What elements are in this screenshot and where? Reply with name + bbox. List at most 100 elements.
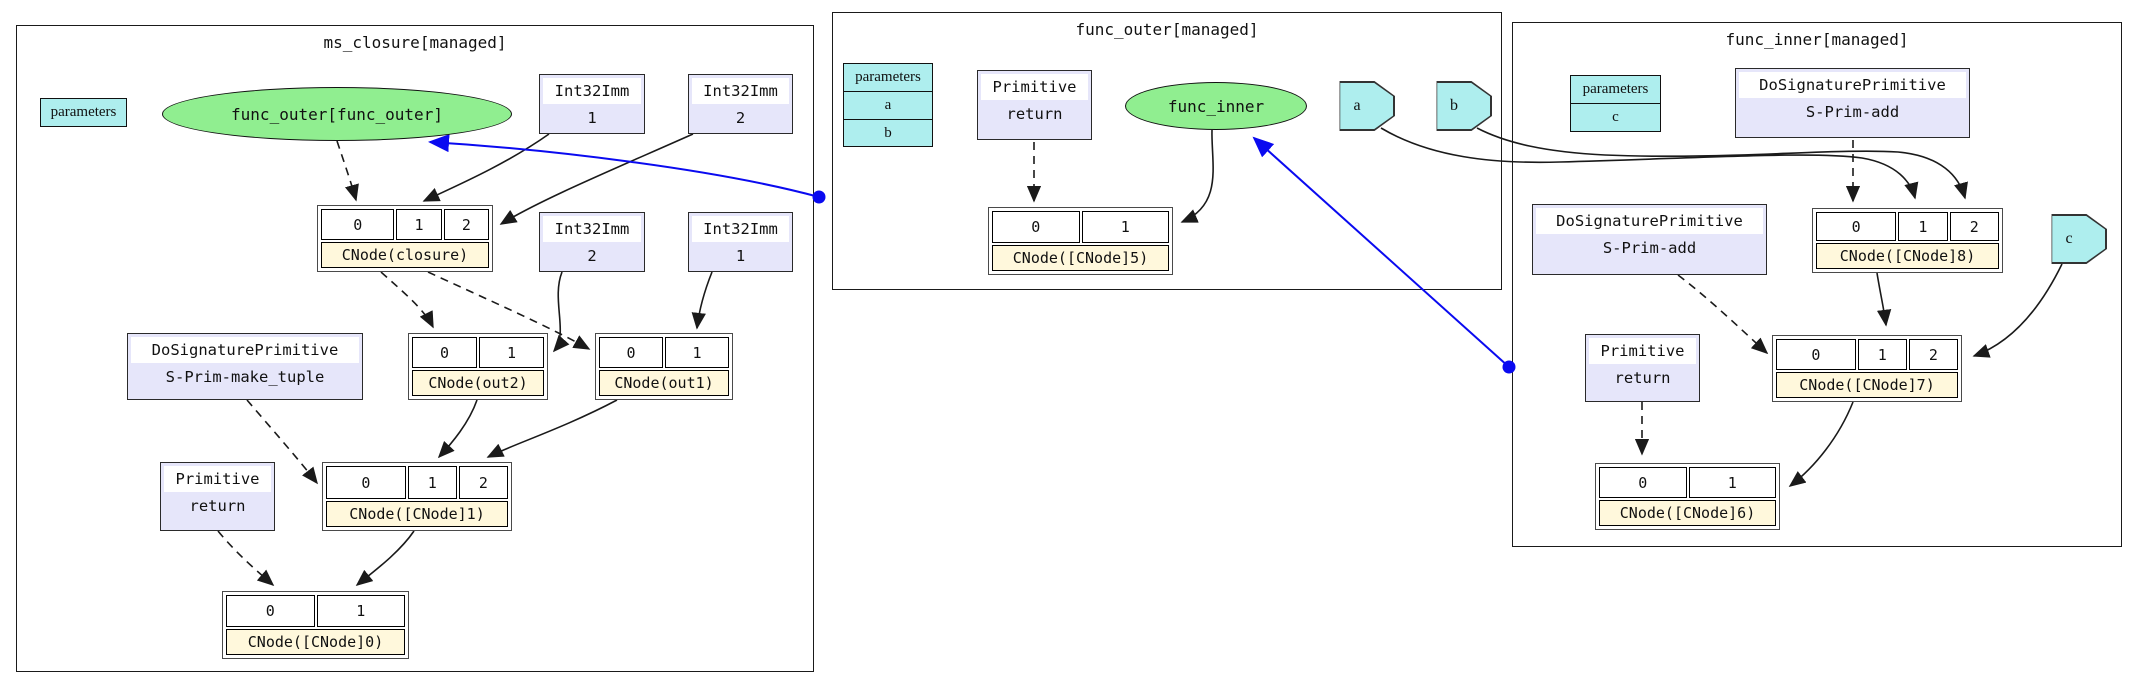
parameter-b: b <box>844 119 932 147</box>
inner-param-octagon-c[interactable]: c <box>2031 214 2107 264</box>
node-value: return <box>189 497 246 515</box>
node-value: return <box>1614 369 1671 387</box>
inner-cnode-8[interactable]: 0 1 2 CNode([CNode]8) <box>1812 208 2003 273</box>
node-type: Int32Imm <box>692 216 789 242</box>
edge-blue-funcouter-ref <box>428 134 820 198</box>
slot-0: 0 <box>1599 467 1687 498</box>
ms-return-primitive[interactable]: Primitive return <box>160 462 275 531</box>
cnode-label: CNode([CNode]8) <box>1816 243 1999 269</box>
ms-int32imm-1-low[interactable]: Int32Imm 1 <box>688 212 793 272</box>
slot-2: 2 <box>443 209 489 240</box>
blue-edge-origin-dot <box>1502 360 1516 374</box>
slot-2: 2 <box>458 466 508 499</box>
ms-parameters-record[interactable]: parameters <box>40 98 127 127</box>
node-value: S-Prim-make_tuple <box>165 368 325 386</box>
edge-cnode1-cnode0 <box>355 530 415 587</box>
parameters-header: parameters <box>1582 81 1649 97</box>
outer-param-octagon-a[interactable]: a <box>1319 81 1395 131</box>
slot-0: 0 <box>1816 212 1897 241</box>
inner-add-primitive-top[interactable]: DoSignaturePrimitive S-Prim-add <box>1735 68 1970 138</box>
slot-0: 0 <box>412 337 477 368</box>
cnode-label: CNode([CNode]7) <box>1776 372 1958 398</box>
edge-blue-funcinner-ref <box>1252 136 1510 368</box>
ms-func-outer-ellipse[interactable]: func_outer[func_outer] <box>162 87 512 141</box>
slot-0: 0 <box>321 209 395 240</box>
ms-int32imm-1-top[interactable]: Int32Imm 1 <box>539 74 645 134</box>
ms-cnode-out1[interactable]: 0 1 CNode(out1) <box>595 333 733 400</box>
slot-1: 1 <box>1857 339 1907 370</box>
node-value: return <box>1006 105 1063 123</box>
parameter-a: a <box>844 91 932 119</box>
slot-2: 2 <box>1949 212 1999 241</box>
slot-0: 0 <box>992 211 1080 243</box>
outer-parameters-record[interactable]: parameters a b <box>843 63 933 147</box>
node-value: 1 <box>735 247 746 265</box>
node-type: Primitive <box>164 466 271 492</box>
ms-cnode-closure[interactable]: 0 1 2 CNode(closure) <box>317 205 493 272</box>
node-value: 2 <box>587 247 597 265</box>
node-type: Int32Imm <box>543 216 641 242</box>
slot-1: 1 <box>479 337 544 368</box>
slot-1: 1 <box>1898 212 1948 241</box>
edge-funcouter-closure0 <box>336 140 359 202</box>
edge-octa-cnode8 <box>1380 127 1919 200</box>
node-type: Primitive <box>1589 338 1696 364</box>
inner-return-primitive[interactable]: Primitive return <box>1585 334 1700 402</box>
outer-func-inner-ellipse[interactable]: func_inner <box>1125 82 1307 130</box>
cluster-func-outer-title: func_outer[managed] <box>1075 20 1259 39</box>
ms-cnode-0[interactable]: 0 1 CNode([CNode]0) <box>222 591 409 659</box>
edge-octc-cnode7 <box>1972 263 2063 358</box>
inner-parameters-record[interactable]: parameters c <box>1570 75 1661 132</box>
outer-return-primitive[interactable]: Primitive return <box>977 70 1092 140</box>
ms-cnode-1[interactable]: 0 1 2 CNode([CNode]1) <box>322 462 512 531</box>
slot-1: 1 <box>396 209 442 240</box>
slot-0: 0 <box>599 337 663 368</box>
edge-imm2top-closure2 <box>499 133 694 225</box>
slot-0: 0 <box>226 595 315 627</box>
cnode-label: CNode(out1) <box>599 370 729 396</box>
cluster-func-outer: func_outer[managed] <box>832 12 1502 290</box>
parameters-header: parameters <box>855 69 921 85</box>
cnode-label: CNode(out2) <box>412 370 544 396</box>
ms-make-tuple-primitive[interactable]: DoSignaturePrimitive S-Prim-make_tuple <box>127 333 363 400</box>
octagon-label: a <box>1340 82 1394 130</box>
edge-closure-out1 <box>427 271 591 350</box>
node-type: Primitive <box>981 74 1088 100</box>
slot-1: 1 <box>665 337 729 368</box>
edge-return-cnode0 <box>217 530 275 587</box>
edge-cnode7-cnode6 <box>1788 401 1854 487</box>
edge-closure-out2 <box>380 271 434 329</box>
inner-cnode-6[interactable]: 0 1 CNode([CNode]6) <box>1595 463 1780 530</box>
node-type: DoSignaturePrimitive <box>1536 208 1763 234</box>
octagon-label: c <box>2052 215 2106 263</box>
cnode-label: CNode([CNode]5) <box>992 245 1169 271</box>
parameters-header: parameters <box>50 104 117 120</box>
edge-imm1top-closure1 <box>422 133 550 202</box>
slot-1: 1 <box>316 595 405 627</box>
inner-add-primitive-left[interactable]: DoSignaturePrimitive S-Prim-add <box>1532 204 1767 275</box>
cnode-label: CNode([CNode]1) <box>326 501 508 527</box>
edge-out1-cnode1 <box>486 399 618 458</box>
inner-cnode-7[interactable]: 0 1 2 CNode([CNode]7) <box>1772 335 1962 402</box>
slot-0: 0 <box>1776 339 1856 370</box>
edge-octb-cnode8 <box>1476 127 1968 200</box>
parameter-c: c <box>1571 103 1660 131</box>
node-value: 1 <box>587 109 597 127</box>
slot-0: 0 <box>326 466 406 499</box>
cluster-ms-closure: ms_closure[managed] <box>16 25 814 672</box>
edge-cnode8-cnode7 <box>1876 272 1892 327</box>
ms-cnode-out2[interactable]: 0 1 CNode(out2) <box>408 333 548 400</box>
edge-funcinner-cnode5 <box>1180 129 1214 223</box>
ms-int32imm-2-low[interactable]: Int32Imm 2 <box>539 212 645 272</box>
cluster-func-inner-title: func_inner[managed] <box>1725 30 1909 49</box>
slot-2: 2 <box>1908 339 1958 370</box>
node-type: DoSignaturePrimitive <box>1739 72 1966 98</box>
outer-cnode-5[interactable]: 0 1 CNode([CNode]5) <box>988 207 1173 275</box>
edge-maketuple-cnode1 <box>246 399 318 485</box>
ms-int32imm-2-top[interactable]: Int32Imm 2 <box>688 74 793 134</box>
outer-param-octagon-b[interactable]: b <box>1416 81 1492 131</box>
edge-out2-cnode1 <box>437 399 478 459</box>
node-value: S-Prim-add <box>1602 239 1697 257</box>
edge-imm2low-out2 <box>552 271 570 353</box>
